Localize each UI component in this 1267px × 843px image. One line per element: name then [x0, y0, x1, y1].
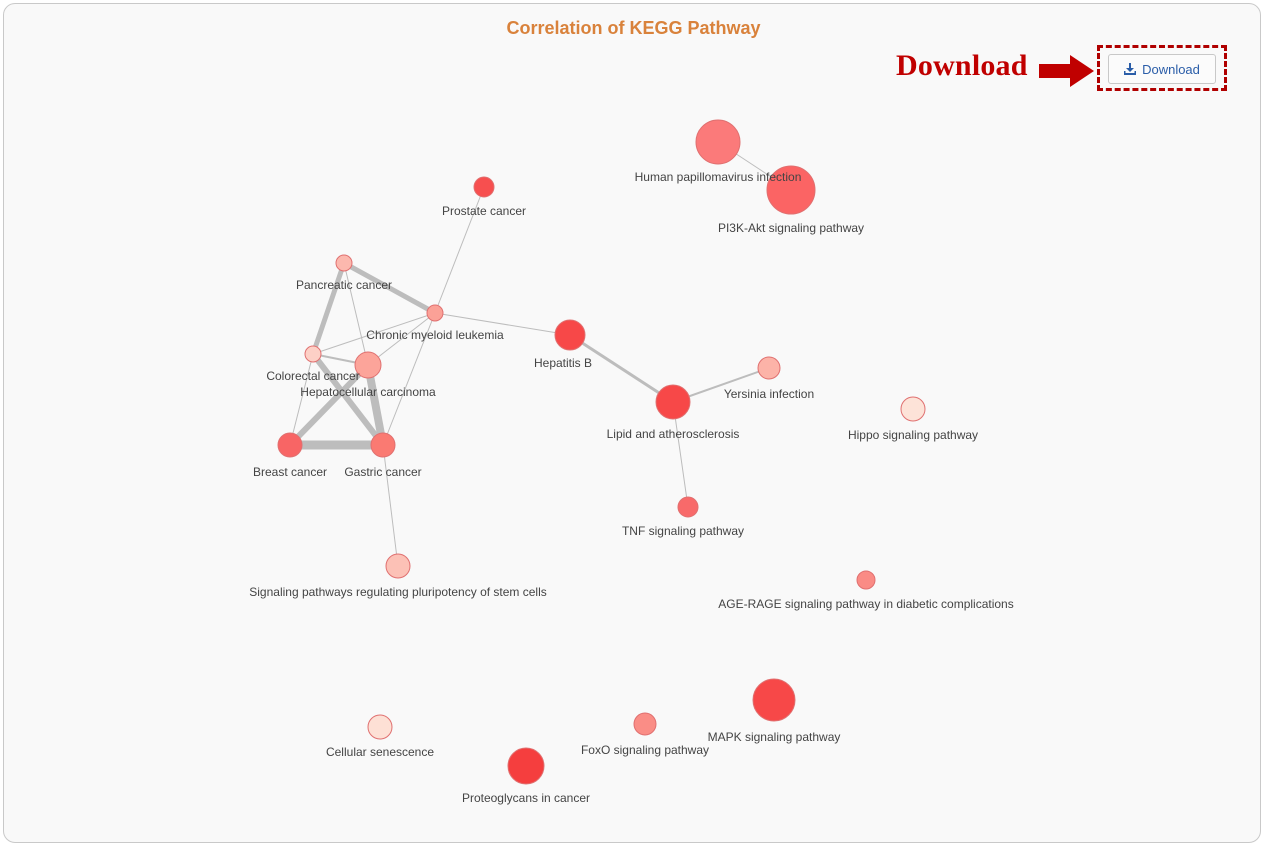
- node-colorectal[interactable]: [304, 345, 322, 363]
- edges-layer: [285, 141, 792, 567]
- node-label-proteo: Proteoglycans in cancer: [462, 791, 590, 805]
- edge-hcc-breast: [287, 362, 371, 448]
- download-highlight-box: [1097, 45, 1227, 91]
- node-label-breast: Breast cancer: [253, 465, 327, 479]
- node-label-yersinia: Yersinia infection: [724, 387, 814, 401]
- network-panel: [3, 3, 1261, 843]
- chart-title: Correlation of KEGG Pathway: [506, 18, 761, 38]
- edge-colorectal-gastric: [310, 351, 386, 448]
- node-pluri[interactable]: [385, 553, 411, 579]
- edge-hcc-gastric: [364, 361, 387, 449]
- edge-lipid-tnf: [672, 401, 689, 508]
- node-hepb[interactable]: [554, 319, 586, 351]
- node-prostate[interactable]: [473, 176, 495, 198]
- node-gastric[interactable]: [370, 432, 396, 458]
- arrow-right-icon: [1039, 55, 1094, 87]
- node-label-hpv: Human papillomavirus infection: [635, 170, 802, 184]
- edge-pancreatic-cml: [341, 260, 438, 316]
- edge-pancreatic-hcc: [343, 262, 369, 366]
- node-foxo[interactable]: [633, 712, 657, 736]
- node-label-pluri: Signaling pathways regulating pluripoten…: [249, 585, 547, 599]
- node-hippo[interactable]: [900, 396, 926, 422]
- node-label-tnf: TNF signaling pathway: [622, 524, 744, 538]
- node-tnf[interactable]: [677, 496, 699, 518]
- node-label-senescence: Cellular senescence: [326, 745, 434, 759]
- download-icon: [1124, 63, 1137, 75]
- edge-cml-hcc: [367, 312, 436, 366]
- node-breast[interactable]: [277, 432, 303, 458]
- edge-colorectal-breast: [289, 353, 314, 446]
- node-label-lipid: Lipid and atherosclerosis: [607, 427, 740, 441]
- node-label-pancreatic: Pancreatic cancer: [296, 278, 392, 292]
- node-label-pi3k: PI3K-Akt signaling pathway: [718, 221, 864, 235]
- edge-gastric-pluri: [382, 444, 399, 567]
- node-lipid[interactable]: [655, 384, 691, 420]
- node-pancreatic[interactable]: [335, 254, 353, 272]
- edge-hepb-lipid: [568, 333, 675, 404]
- node-hpv[interactable]: [695, 119, 741, 165]
- edge-prostate-cml: [434, 186, 485, 314]
- download-button-label: Download: [1142, 61, 1200, 77]
- download-annotation: Download: [896, 49, 1028, 82]
- node-label-gastric: Gastric cancer: [344, 465, 421, 479]
- node-label-colorectal: Colorectal cancer: [266, 369, 359, 383]
- edge-cml-hepb: [434, 312, 571, 336]
- node-mapk[interactable]: [752, 678, 796, 722]
- node-pi3k[interactable]: [766, 165, 816, 215]
- node-label-hcc: Hepatocellular carcinoma: [300, 385, 436, 399]
- node-proteo[interactable]: [507, 747, 545, 785]
- edge-pancreatic-colorectal: [310, 260, 347, 357]
- edge-cml-gastric: [382, 312, 436, 446]
- node-label-prostate: Prostate cancer: [442, 204, 526, 218]
- node-label-agerage: AGE-RAGE signaling pathway in diabetic c…: [718, 597, 1013, 611]
- node-label-cml: Chronic myeloid leukemia: [366, 328, 504, 342]
- node-agerage[interactable]: [856, 570, 876, 590]
- edge-cml-colorectal: [312, 312, 436, 355]
- node-label-hepb: Hepatitis B: [534, 356, 592, 370]
- node-senescence[interactable]: [367, 714, 393, 740]
- node-yersinia[interactable]: [757, 356, 781, 380]
- download-button[interactable]: Download: [1108, 54, 1216, 84]
- node-label-mapk: MAPK signaling pathway: [708, 730, 841, 744]
- node-label-foxo: FoxO signaling pathway: [581, 743, 709, 757]
- node-cml[interactable]: [426, 304, 444, 322]
- node-hcc[interactable]: [354, 351, 382, 379]
- nodes-layer: [277, 119, 926, 785]
- node-label-hippo: Hippo signaling pathway: [848, 428, 978, 442]
